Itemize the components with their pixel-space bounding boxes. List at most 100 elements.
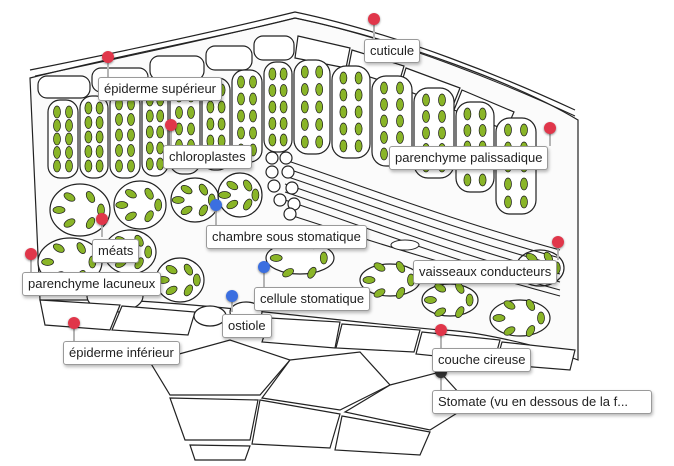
chloroplast: [525, 325, 536, 337]
chloroplast: [339, 71, 348, 85]
pin-epiderme-superieur: [102, 51, 114, 77]
chloroplast: [95, 130, 104, 144]
chloroplast: [424, 296, 437, 304]
chloroplast: [187, 122, 195, 136]
chloroplast: [504, 195, 512, 209]
chloroplast: [187, 106, 195, 119]
chloroplast: [395, 287, 406, 299]
chloroplast: [478, 124, 487, 137]
chloroplast: [127, 113, 135, 126]
chloroplast: [84, 145, 93, 158]
pin-ostiole: [226, 290, 238, 312]
chloroplast: [237, 75, 245, 89]
pin-head-blue: [258, 261, 270, 273]
chloroplast: [503, 326, 516, 336]
label-ostiole[interactable]: ostiole: [222, 314, 272, 338]
chloroplast: [520, 177, 528, 191]
chloroplast: [145, 125, 154, 139]
chloroplast: [354, 71, 363, 85]
pin-head-red: [68, 317, 80, 329]
chloroplast: [504, 177, 512, 191]
chloroplast: [84, 101, 93, 115]
chloroplast: [95, 159, 104, 173]
chloroplast: [315, 83, 324, 96]
chloroplast: [171, 196, 185, 204]
chloroplast: [339, 105, 348, 119]
chloroplast: [115, 159, 123, 173]
chloroplast: [85, 217, 96, 229]
chloroplast: [373, 262, 386, 272]
chloroplast: [198, 204, 209, 217]
chloroplast: [180, 184, 193, 195]
label-parenchyme-palissadique[interactable]: parenchyme palissadique: [389, 146, 549, 170]
pin-head-red: [25, 248, 37, 260]
chloroplast: [127, 159, 135, 173]
chloroplast: [300, 100, 309, 114]
chloroplast: [315, 100, 324, 114]
chloroplast: [95, 116, 104, 129]
chloroplast: [53, 105, 61, 119]
chloroplast: [84, 130, 93, 144]
chloroplast: [492, 314, 506, 322]
chloroplast: [52, 243, 65, 253]
chloroplast: [354, 139, 363, 153]
chloroplast: [156, 125, 165, 139]
chloroplast: [438, 110, 446, 123]
chloroplast: [354, 88, 363, 102]
label-stomate[interactable]: Stomate (vu en dessous de la f...: [432, 390, 652, 414]
pin-head-red: [544, 122, 556, 134]
chloroplast: [362, 276, 376, 284]
chloroplast: [76, 242, 86, 254]
label-cellule-stomatique[interactable]: cellule stomatique: [254, 287, 371, 311]
chloroplast: [380, 98, 388, 111]
label-cuticule[interactable]: cuticule: [364, 39, 421, 63]
chloroplast: [380, 131, 388, 144]
chloroplast: [65, 119, 73, 132]
chloroplast: [373, 288, 386, 298]
chloroplast: [115, 113, 123, 126]
phloem-cell: [390, 239, 420, 251]
chloroplast: [144, 245, 153, 259]
chloroplast: [268, 133, 277, 147]
chloroplast: [282, 268, 294, 278]
chloroplast: [53, 132, 61, 146]
chloroplast: [463, 107, 472, 121]
chloroplast: [434, 283, 447, 293]
chloroplast: [156, 109, 165, 123]
chloroplast: [307, 266, 317, 279]
label-parenchyme-lacuneux[interactable]: parenchyme lacuneux: [22, 272, 162, 296]
label-chambre-sous-stomatique[interactable]: chambre sous stomatique: [206, 225, 367, 249]
label-epiderme-inferieur[interactable]: épiderme inférieur: [63, 341, 180, 365]
chloroplast: [144, 210, 154, 223]
chloroplast: [115, 201, 129, 209]
chloroplast: [249, 75, 257, 89]
label-couche-cireuse[interactable]: couche cireuse: [432, 348, 532, 372]
chloroplast: [520, 123, 528, 137]
chloroplast: [279, 117, 288, 130]
chloroplast: [478, 107, 487, 121]
label-vaisseaux-conducteurs[interactable]: vaisseaux conducteurs: [413, 260, 558, 284]
chloroplast: [175, 122, 183, 136]
chloroplast: [95, 101, 104, 115]
label-meats[interactable]: méats: [92, 239, 140, 263]
chloroplast: [354, 105, 363, 119]
chloroplast: [226, 180, 239, 191]
pin-parenchyme-palissadique: [544, 122, 556, 146]
label-epiderme-superieur[interactable]: épiderme supérieur: [98, 77, 223, 101]
chloroplast: [300, 83, 309, 96]
chloroplast: [53, 159, 61, 173]
chloroplast: [478, 173, 487, 187]
pin-epiderme-inferieur: [68, 317, 80, 341]
label-chloroplastes[interactable]: chloroplastes: [163, 145, 252, 169]
chloroplast: [53, 119, 61, 132]
pin-vaisseaux-conducteurs: [552, 236, 564, 260]
pin-couche-cireuse: [435, 324, 447, 348]
chloroplast: [396, 81, 404, 95]
chloroplast: [463, 173, 472, 187]
chloroplast: [206, 100, 215, 114]
chloroplast: [243, 179, 253, 192]
pin-chambre-sous-stomatique: [210, 199, 222, 225]
chloroplast: [41, 258, 54, 266]
chloroplast: [380, 147, 388, 161]
chloroplast: [154, 198, 163, 212]
